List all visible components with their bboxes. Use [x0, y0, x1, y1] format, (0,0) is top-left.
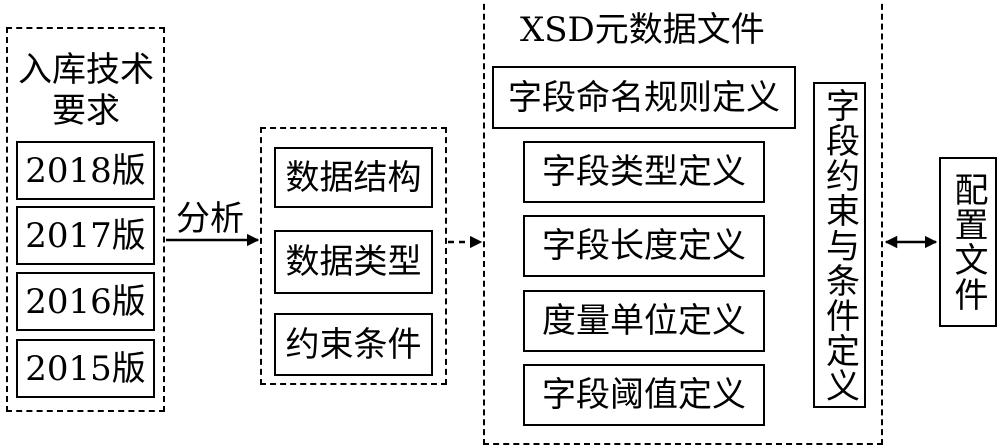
field-naming-rule-box: 字段命名规则定义	[492, 66, 796, 129]
measurement-unit-box: 度量单位定义	[523, 290, 765, 352]
requirements-group	[6, 27, 165, 412]
version-2015-box: 2015版	[16, 339, 155, 398]
xsd-title: XSD元数据文件	[520, 10, 765, 50]
field-constraint-box: 字段约束与条件定义	[813, 82, 866, 408]
requirements-title: 入库技术 要求	[16, 50, 156, 133]
field-threshold-box: 字段阈值定义	[523, 364, 765, 426]
xsd-file-group	[483, 0, 883, 445]
analysis-group	[260, 127, 447, 385]
requirements-title-line1: 入库技术	[18, 50, 154, 90]
constraint-condition-box: 约束条件	[274, 313, 433, 376]
field-type-box: 字段类型定义	[523, 141, 765, 203]
version-2017-box: 2017版	[16, 206, 155, 265]
data-structure-box: 数据结构	[274, 147, 433, 208]
version-2016-box: 2016版	[16, 272, 155, 331]
field-length-box: 字段长度定义	[523, 215, 765, 277]
analysis-label: 分析	[176, 199, 244, 239]
requirements-title-line2: 要求	[52, 91, 120, 132]
version-2018-box: 2018版	[16, 141, 155, 200]
data-type-box: 数据类型	[274, 230, 433, 294]
config-file-box: 配置文件	[939, 157, 997, 327]
